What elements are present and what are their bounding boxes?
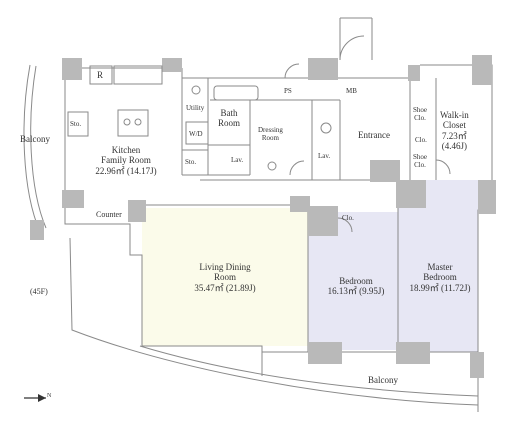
door-swing-bedroom: [337, 217, 353, 233]
shoe-closet-lower-name1: Shoe: [413, 153, 427, 161]
living-dining-floor: [142, 208, 308, 346]
label-refrigerator: R: [97, 70, 104, 80]
bedroom-area: 16.13㎡ (9.95J): [327, 286, 385, 297]
door-swing-dressing: [289, 160, 305, 176]
bath-name1: Bath: [220, 108, 238, 118]
label-shoe-closet-upper: Shoe Clo.: [413, 106, 427, 122]
door-swing-ps: [284, 63, 300, 79]
shoe-closet-upper-name1: Shoe: [413, 106, 427, 114]
label-compass: N: [47, 393, 52, 399]
kitchen-island: [117, 109, 149, 137]
column-closet: [408, 65, 420, 81]
column-living-right: [290, 196, 310, 212]
label-closet-middle: Clo.: [415, 136, 427, 144]
walk-in-name1: Walk-in: [440, 110, 469, 120]
label-balcony-left: Balcony: [20, 134, 50, 144]
shoe-closet-lower-name2: Clo.: [414, 161, 426, 170]
walk-in-area1: 7.23㎡: [442, 130, 467, 141]
column-master-bottom: [396, 342, 430, 364]
door-swing-closet: [435, 159, 451, 175]
column-counter: [128, 200, 146, 222]
cooktop-burner-2: [134, 118, 142, 126]
label-storage-utility: Sto.: [185, 158, 197, 166]
label-bath: Bath Room: [218, 108, 240, 129]
walk-in-name2: Closet: [442, 120, 466, 131]
door-swing-entrance: [339, 35, 365, 61]
master-name2: Bedroom: [423, 272, 457, 283]
balcony-bottom-outline: [69, 237, 479, 406]
label-ps: PS: [284, 87, 292, 95]
label-closet-bedroom: Clo.: [342, 214, 354, 222]
column-kitchen-top: [162, 58, 182, 72]
living-name2: Room: [213, 272, 236, 283]
column-ps: [308, 58, 338, 80]
label-utility: Utility: [186, 104, 205, 112]
washer-dryer-box: [185, 121, 209, 145]
bathtub: [213, 85, 259, 101]
cooktop-burner: [123, 118, 131, 126]
label-counter: Counter: [96, 210, 122, 219]
column-se: [470, 352, 484, 378]
label-living: Living Dining Room 35.47㎡ (21.89J): [180, 262, 270, 293]
column-nw: [62, 58, 82, 80]
label-floor: (45F): [30, 287, 48, 296]
column-entrance: [370, 160, 400, 182]
label-lav-utility: Lav.: [231, 156, 244, 164]
living-name1: Living Dining: [199, 262, 251, 272]
column-bedroom: [308, 206, 338, 236]
storage-box: [67, 111, 89, 137]
label-lav-toilet: Lav.: [318, 152, 331, 160]
balcony-left-rail: [30, 65, 47, 229]
column-kitchen-left: [62, 190, 84, 208]
label-washer-dryer: W/D: [189, 130, 203, 138]
bedroom-name: Bedroom: [339, 276, 373, 286]
balcony-left-outline: [23, 64, 41, 233]
label-entrance: Entrance: [358, 130, 390, 140]
label-storage-kitchen: Sto.: [70, 120, 82, 128]
label-dressing: Dressing Room: [258, 126, 283, 142]
label-walk-in-closet: Walk-in Closet 7.23㎡ (4.46J): [440, 110, 469, 151]
label-master-bedroom: Master Bedroom 18.99㎡ (11.72J): [400, 262, 480, 293]
label-shoe-closet-lower: Shoe Clo.: [413, 153, 427, 169]
north-arrow-head: [38, 394, 46, 402]
dressing-name1: Dressing: [258, 126, 283, 134]
column-bedroom-bottom: [308, 342, 342, 364]
toilet: [320, 122, 332, 134]
column-master-top: [396, 180, 426, 208]
label-balcony-bottom: Balcony: [368, 375, 398, 385]
master-bedroom-floor: [398, 180, 478, 352]
kitchen-name2: Family Room: [101, 155, 151, 166]
balcony-bottom-rail: [139, 345, 479, 397]
refrigerator-box: [89, 65, 113, 85]
column-east: [478, 180, 496, 214]
utility-sink: [191, 85, 201, 95]
kitchen-counter: [113, 65, 163, 85]
label-mb: MB: [346, 87, 357, 95]
shoe-closet-upper-name2: Clo.: [414, 114, 426, 123]
dressing-name2: Room: [261, 134, 279, 143]
column-ne: [472, 55, 492, 85]
label-kitchen: Kitchen Family Room 22.96㎡ (14.17J): [84, 145, 168, 176]
column-balcony-left: [30, 220, 44, 240]
walk-in-area2: (4.46J): [441, 141, 468, 152]
living-area: 35.47㎡ (21.89J): [194, 282, 256, 293]
kitchen-area: 22.96㎡ (14.17J): [95, 165, 157, 176]
bath-name2: Room: [218, 118, 241, 129]
master-area: 18.99㎡ (11.72J): [409, 282, 471, 293]
master-name1: Master: [427, 262, 453, 272]
label-bedroom: Bedroom 16.13㎡ (9.95J): [316, 276, 396, 297]
kitchen-name1: Kitchen: [111, 145, 141, 155]
lav-sink: [267, 161, 277, 171]
